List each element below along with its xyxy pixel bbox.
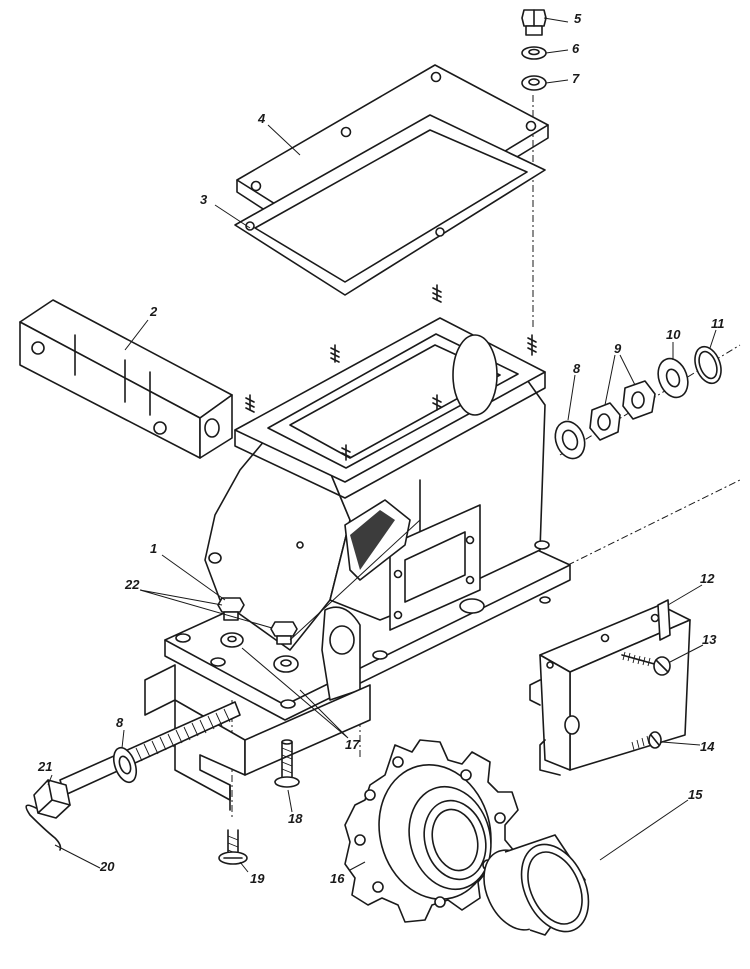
part-12-side-cover [529,599,691,776]
part-7-washer [521,75,547,91]
part-17-washer-right [273,655,299,673]
part-10-ring [657,357,689,399]
part-5-bolt [521,9,547,36]
part-20-wire [25,804,62,851]
part-13-screw [621,651,671,676]
callout-11: 11 [711,316,725,331]
part-15-bushing [483,834,590,936]
housing-studs [245,284,537,461]
part-2-square-bar [19,299,233,459]
leader-lines [47,17,717,873]
part-19-screw [218,829,248,865]
part-8-washer-right [554,420,586,460]
part-22-nut-right [270,621,298,645]
part-8-washer-left [112,746,138,784]
callout-5: 5 [574,11,582,26]
part-16-sprocket [344,739,519,923]
callout-19: 19 [250,871,265,886]
callout-12: 12 [700,571,715,586]
callout-8-left: 8 [116,715,124,730]
callout-20: 20 [100,859,115,874]
part-9-nuts [589,380,656,441]
callout-21: 21 [38,759,53,774]
part-3-gasket [234,114,546,296]
callout-7: 7 [572,71,580,86]
callout-10: 10 [666,327,681,342]
callout-3: 3 [200,192,208,207]
part-6-washer [521,46,547,60]
callout-18: 18 [288,811,303,826]
housing-body [164,284,571,721]
part-18-screw [274,739,300,788]
callout-4: 4 [258,111,266,126]
part-11-ring [694,345,722,385]
callout-9: 9 [614,341,622,356]
part-17-washer-left [220,632,244,648]
part-22-nut-left [217,597,245,621]
callout-2: 2 [150,304,158,319]
callout-14: 14 [700,739,715,754]
callout-13: 13 [702,632,717,647]
callout-15: 15 [688,787,703,802]
callout-1: 1 [150,541,158,556]
callout-22: 22 [125,577,140,592]
callout-8-right: 8 [573,361,581,376]
callout-6: 6 [572,41,580,56]
callout-16: 16 [330,871,345,886]
part-21-bolt [33,701,241,819]
part-14-screw [631,731,662,751]
callout-17: 17 [345,737,360,752]
